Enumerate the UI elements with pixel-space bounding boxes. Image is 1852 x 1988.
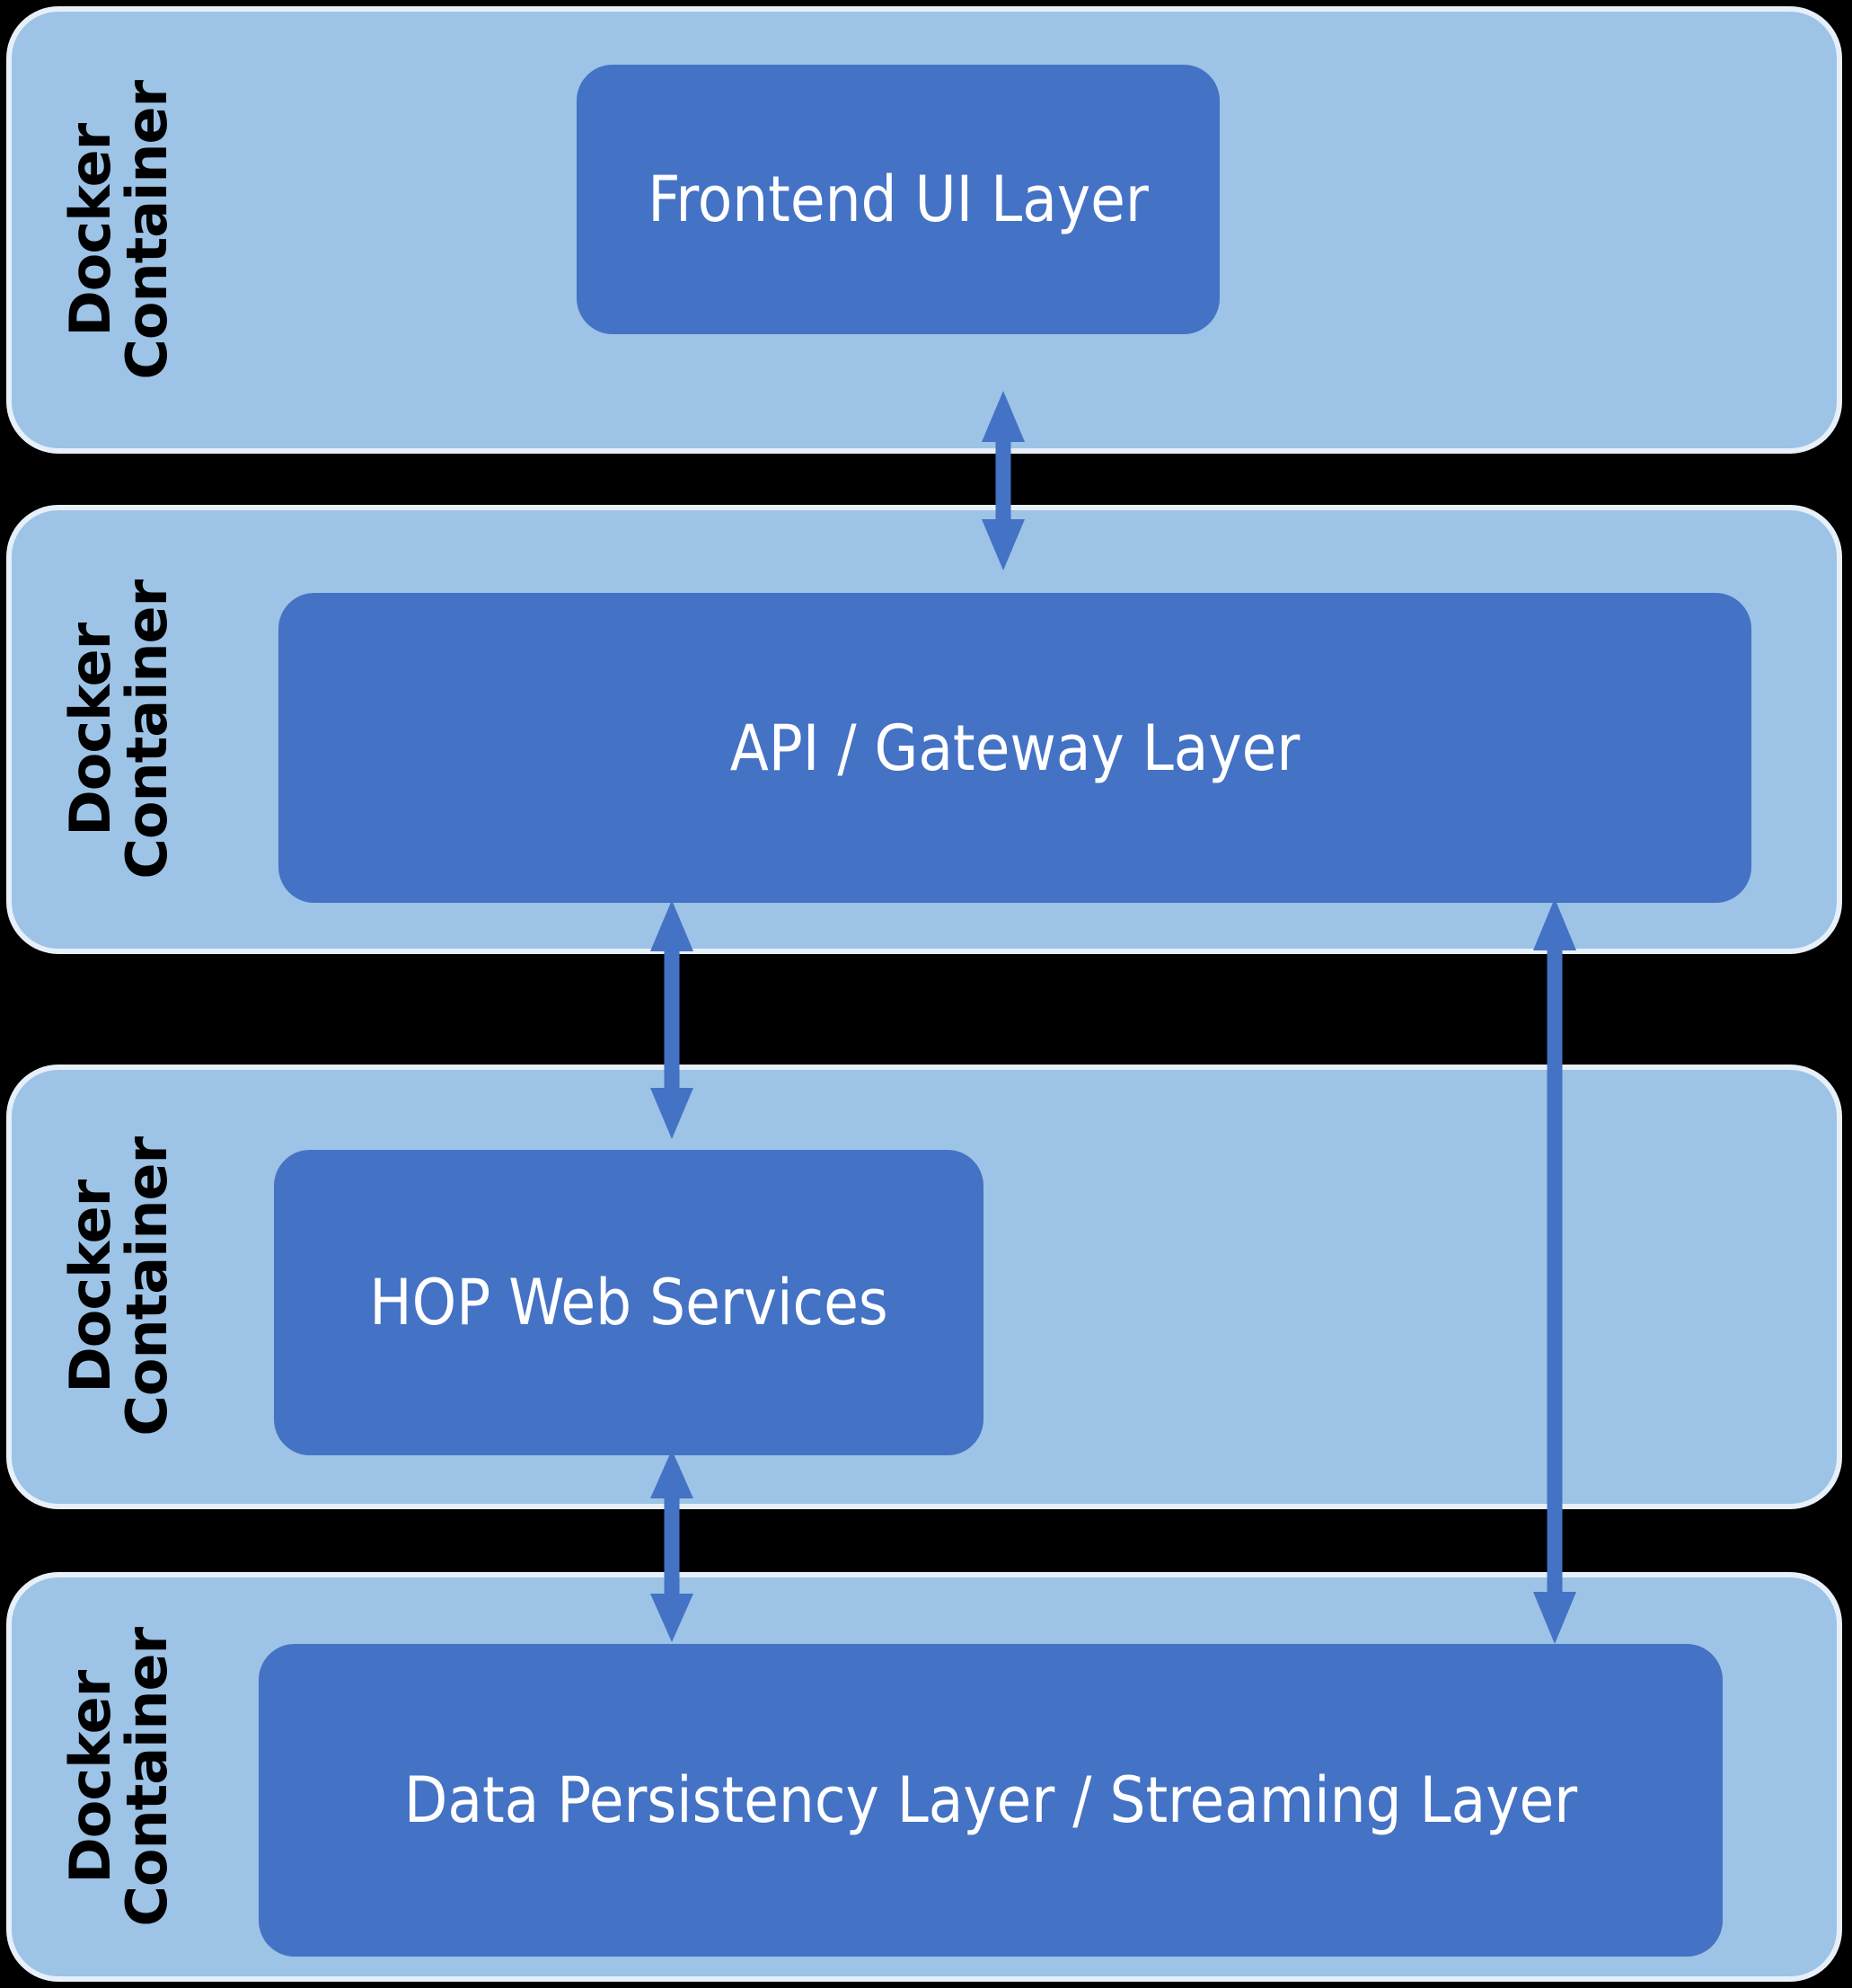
layer-box-data-persistency[interactable]: Data Persistency Layer / Streaming Layer — [259, 1644, 1723, 1957]
docker-label-line1: Docker — [57, 623, 124, 836]
docker-label-line2: Container — [114, 80, 181, 380]
layer-box-frontend-ui[interactable]: Frontend UI Layer — [577, 65, 1220, 334]
docker-label-line1: Docker — [57, 1180, 124, 1394]
docker-label-line2: Container — [114, 1627, 181, 1927]
docker-label-line2: Container — [114, 579, 181, 879]
docker-label-line1: Docker — [57, 123, 124, 337]
docker-label-line2: Container — [114, 1137, 181, 1436]
docker-label-line1: Docker — [57, 1670, 124, 1884]
layer-box-api-gateway[interactable]: API / Gateway Layer — [278, 593, 1751, 903]
layer-box-hop-web-services[interactable]: HOP Web Services — [274, 1150, 983, 1455]
